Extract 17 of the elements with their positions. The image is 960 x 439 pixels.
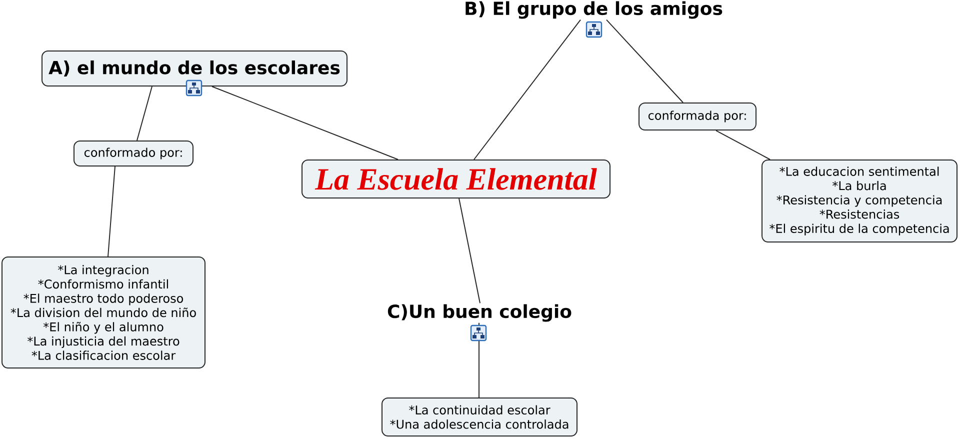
connector-line <box>716 130 771 160</box>
list-box: *La integracion *Conformismo infantil *El maestro todo poderoso *La division del mundo de niño *El niño y el alumno *La injusticia del maestro *La clasificacion escolar <box>2 256 206 368</box>
concept-box: A) el mundo de los escolares <box>42 50 348 86</box>
list-box: *La continuidad escolar *Una adolescencia controlada <box>382 398 578 436</box>
connector-line <box>458 198 480 304</box>
concept-label: C)Un buen colegio <box>388 304 572 322</box>
concept-box: La Escuela Elemental <box>302 160 610 198</box>
linking-phrase-box: conformada por: <box>638 102 756 130</box>
connector-line <box>474 19 581 160</box>
connector-line <box>606 19 684 103</box>
connector-line <box>108 166 116 257</box>
connector-line <box>212 86 398 160</box>
connector-line <box>136 86 152 141</box>
connector-line <box>478 322 480 398</box>
linking-phrase-box: conformado por: <box>74 140 194 166</box>
list-box: *La educacion sentimental *La burla *Resistencia y competencia *Resistencias *El espiritu de la competencia <box>762 160 958 242</box>
concept-label: B) El grupo de los amigos <box>466 1 722 19</box>
